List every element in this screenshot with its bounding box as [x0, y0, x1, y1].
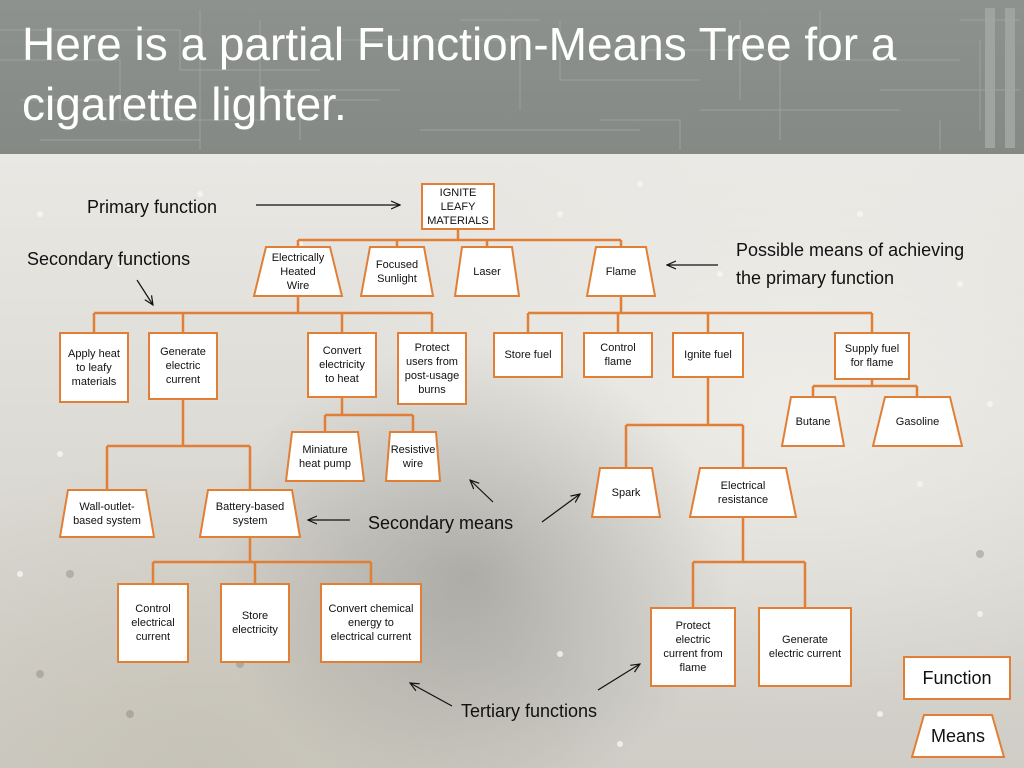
label-possible-means: Possible means of achieving the primary … [736, 240, 965, 288]
means-shape [198, 489, 302, 538]
label-tertiary-functions: Tertiary functions [461, 701, 598, 721]
means-shape [252, 246, 344, 297]
node-convert-chemical-energy: Convert chemical energy to electrical cu… [320, 583, 422, 663]
legend-means: Means [930, 725, 986, 746]
means-shape [585, 246, 657, 297]
node-gasoline: Gasoline [895, 415, 940, 428]
node-flame: Flame [605, 265, 637, 278]
legend-function: Function [903, 656, 1011, 700]
node-spark: Spark [611, 486, 641, 499]
means-shape [780, 396, 846, 447]
node-store-electricity: Store electricity [220, 583, 290, 663]
slide-header: Here is a partial Function-Means Tree fo… [0, 0, 1024, 154]
node-protect-electric-current: Protect electric current from flame [650, 607, 736, 687]
node-battery-based-system: Battery-based system [215, 500, 285, 527]
node-electrical-resistance: Electrical resistance [717, 479, 769, 506]
means-shape [384, 431, 442, 482]
node-miniature-heat-pump: Miniature heat pump [299, 443, 351, 470]
means-shape [590, 467, 662, 518]
legend-means-shape [910, 714, 1006, 758]
node-generate-electric-current-2: Generate electric current [758, 607, 852, 687]
node-ignite-leafy-materials: IGNITE LEAFY MATERIALS [421, 183, 495, 230]
means-shape [453, 246, 521, 297]
node-control-flame: Control flame [583, 332, 653, 378]
node-electrically-heated-wire: Electrically Heated Wire [271, 251, 325, 292]
node-laser: Laser [473, 265, 501, 278]
node-wall-outlet-system: Wall-outlet- based system [73, 500, 141, 527]
circuit-pattern [0, 8, 1020, 150]
node-apply-heat: Apply heat to leafy materials [59, 332, 129, 403]
node-ignite-fuel: Ignite fuel [672, 332, 744, 378]
means-shape [871, 396, 964, 447]
means-shape [284, 431, 366, 482]
label-primary-function: Primary function [87, 197, 218, 217]
node-resistive-wire: Resistive wire [390, 443, 436, 470]
node-focused-sunlight: Focused Sunlight [375, 258, 419, 285]
node-butane: Butane [795, 415, 831, 428]
node-store-fuel: Store fuel [493, 332, 563, 378]
means-shape [359, 246, 435, 297]
node-control-electrical-current: Control electrical current [117, 583, 189, 663]
node-protect-users: Protect users from post-usage burns [397, 332, 467, 405]
node-supply-fuel: Supply fuel for flame [834, 332, 910, 380]
means-shape [688, 467, 798, 518]
label-secondary-functions: Secondary functions [27, 249, 191, 269]
node-generate-electric-current: Generate electric current [148, 332, 218, 400]
node-convert-electricity-to-heat: Convert electricity to heat [307, 332, 377, 398]
slide-title: Here is a partial Function-Means Tree fo… [22, 18, 897, 130]
means-shape [58, 489, 156, 538]
label-secondary-means: Secondary means [368, 513, 514, 533]
